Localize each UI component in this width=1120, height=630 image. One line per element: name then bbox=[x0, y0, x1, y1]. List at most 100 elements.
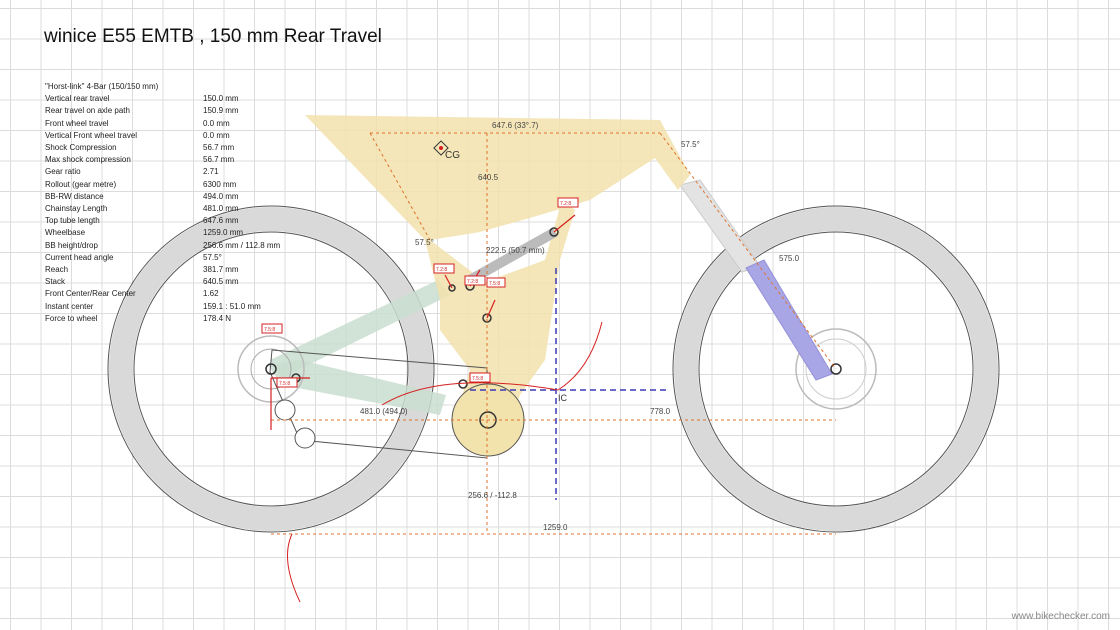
spec-value: 56.7 mm bbox=[203, 143, 235, 153]
derailleur-pulley-upper bbox=[274, 399, 296, 421]
spec-row: Vertical Front wheel travel 0.0 mm bbox=[45, 130, 280, 142]
dim-head-angle: 57.5° bbox=[681, 140, 700, 149]
spec-row: Vertical rear travel 150.0 mm bbox=[45, 93, 280, 105]
spec-label: Chainstay Length bbox=[45, 204, 108, 214]
front-tire bbox=[674, 207, 998, 531]
dim-seat-angle: 57.5° bbox=[415, 238, 434, 247]
force-label-boxes bbox=[261, 197, 579, 388]
front-rotor bbox=[795, 328, 877, 410]
spec-label: Front wheel travel bbox=[45, 118, 109, 128]
front-tire-outer bbox=[672, 205, 1000, 533]
spec-row: Rear travel on axle path 150.9 mm bbox=[45, 105, 280, 117]
spec-label: Vertical rear travel bbox=[45, 94, 110, 104]
link-pivot-mid bbox=[448, 284, 456, 292]
shock-body bbox=[467, 227, 558, 285]
cg-label: CG bbox=[445, 150, 460, 161]
spec-label: Top tube length bbox=[45, 216, 100, 226]
spec-label: Stack bbox=[45, 277, 66, 287]
spec-label: Wheelbase bbox=[45, 228, 86, 238]
spec-value: 0.0 mm bbox=[203, 130, 230, 140]
spec-label: Shock Compression bbox=[45, 143, 117, 153]
dim-chainstay: 481.0 (494.0) bbox=[360, 407, 408, 416]
spec-row: Front Center/Rear Center 1.62 bbox=[45, 288, 280, 300]
spec-value: 256.6 mm / 112.8 mm bbox=[203, 240, 281, 250]
rear-tire-outer bbox=[107, 205, 435, 533]
rear-tire-inner bbox=[133, 231, 409, 507]
derailleur-pulley-lower bbox=[294, 427, 316, 449]
spec-row: Current head angle 57.5° bbox=[45, 252, 280, 264]
spec-label: Max shock compression bbox=[45, 155, 131, 165]
force-label-4: 7.2:8 bbox=[467, 279, 478, 285]
spec-label: Current head angle bbox=[45, 252, 114, 262]
spec-row: Top tube length 647.6 mm bbox=[45, 215, 280, 227]
fork-lower bbox=[745, 259, 833, 381]
axle-path-curves bbox=[287, 321, 603, 603]
spec-row: Chainstay Length 481.0 mm bbox=[45, 203, 280, 215]
cg-marker bbox=[433, 140, 449, 156]
spec-value: 1.62 bbox=[203, 289, 219, 299]
spec-row: Gear ratio 2.71 bbox=[45, 166, 280, 178]
spec-row: Rollout (gear metre) 6300 mm bbox=[45, 179, 280, 191]
spec-label: Vertical Front wheel travel bbox=[45, 130, 138, 140]
dim-wheelbase: 1259.0 bbox=[543, 523, 568, 532]
spec-value: 481.0 mm bbox=[203, 204, 239, 214]
spec-label: Rear travel on axle path bbox=[45, 106, 130, 116]
spec-label: BB-RW distance bbox=[45, 191, 104, 201]
spec-value: 150.0 mm bbox=[203, 94, 239, 104]
spec-row: Stack 640.5 mm bbox=[45, 276, 280, 288]
spec-value: 1259.0 mm bbox=[203, 228, 244, 238]
force-label-1: 7.5:8 bbox=[264, 327, 275, 333]
spec-value: 494.0 mm bbox=[203, 191, 239, 201]
spec-value: 6300 mm bbox=[203, 179, 237, 189]
spec-row: Force to wheel 178.4 N bbox=[45, 313, 280, 325]
spec-value: 647.6 mm bbox=[203, 216, 239, 226]
front-axle-pivot bbox=[830, 363, 842, 375]
watermark: www.bikechecker.com bbox=[1011, 611, 1110, 622]
spec-row: BB height/drop 256.6 mm / 112.8 mm bbox=[45, 240, 280, 252]
spec-label: Reach bbox=[45, 265, 69, 275]
spec-value: 381.7 mm bbox=[203, 265, 239, 275]
spec-label: Instant center bbox=[45, 301, 94, 311]
spec-row: Wheelbase 1259.0 mm bbox=[45, 227, 280, 239]
dim-top-tube: 647.6 (33°.7) bbox=[492, 121, 539, 130]
dim-fork: 575.0 bbox=[779, 254, 800, 263]
spec-value: 150.9 mm bbox=[203, 106, 239, 116]
dim-shock: 222.5 (50.7 mm) bbox=[486, 246, 545, 255]
spec-value: 2.71 bbox=[203, 167, 219, 177]
spec-label: Gear ratio bbox=[45, 167, 81, 177]
spec-row: BB-RW distance 494.0 mm bbox=[45, 191, 280, 203]
spec-label: "Horst-link" 4-Bar (150/150 mm) bbox=[45, 82, 159, 91]
shock-mount-pivot bbox=[549, 227, 559, 237]
page-title: winice E55 EMTB , 150 mm Rear Travel bbox=[44, 26, 382, 47]
spec-value: 640.5 mm bbox=[203, 277, 239, 287]
rear-axle-pivot bbox=[265, 363, 277, 375]
spec-label: Rollout (gear metre) bbox=[45, 179, 117, 189]
chain-line bbox=[269, 349, 488, 459]
front-rotor-inner bbox=[805, 338, 867, 400]
spec-value: 57.5° bbox=[203, 252, 222, 262]
rear-tire bbox=[109, 207, 433, 531]
ic-label: IC bbox=[558, 393, 568, 403]
main-pivot bbox=[458, 379, 468, 389]
spec-value: 159.1 : 51.0 mm bbox=[203, 301, 261, 311]
spec-label: Force to wheel bbox=[45, 313, 98, 323]
spec-label: BB height/drop bbox=[45, 240, 98, 250]
dim-stack: 640.5 bbox=[478, 173, 499, 182]
spec-label: Front Center/Rear Center bbox=[45, 289, 136, 299]
dimension-lines bbox=[271, 132, 837, 535]
force-label-6: 7.5:8 bbox=[472, 376, 483, 382]
spec-row: "Horst-link" 4-Bar (150/150 mm) bbox=[45, 81, 280, 93]
force-label-5: 7.5:8 bbox=[489, 281, 500, 287]
force-label-2: 7.5:8 bbox=[279, 381, 290, 387]
spec-value: 178.4 N bbox=[203, 313, 232, 323]
dim-front-center: 778.0 bbox=[650, 407, 671, 416]
spec-row: Instant center 159.1 : 51.0 mm bbox=[45, 301, 280, 313]
force-label-3: 7.2:8 bbox=[436, 267, 447, 273]
spec-value: 56.7 mm bbox=[203, 155, 235, 165]
spec-row: Reach 381.7 mm bbox=[45, 264, 280, 276]
spec-row: Shock Compression 56.7 mm bbox=[45, 142, 280, 154]
dim-bb-height: 256.6 / -112.8 bbox=[468, 491, 517, 500]
instant-center-lines bbox=[470, 268, 670, 500]
